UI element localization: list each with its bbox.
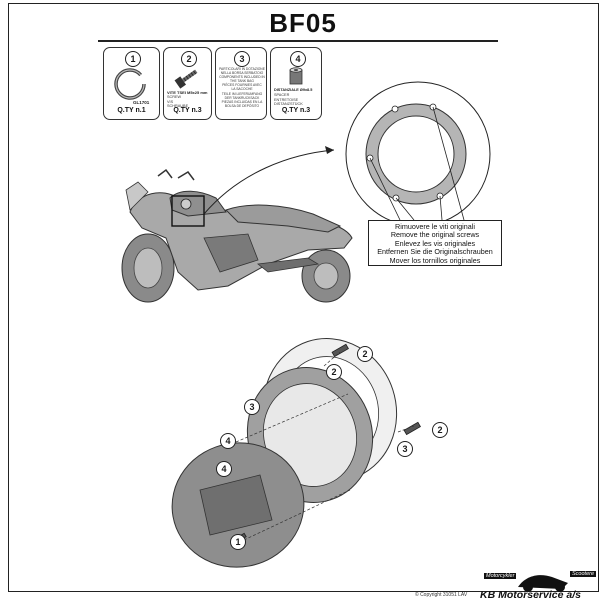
page-frame xyxy=(8,3,599,592)
part-code-1: GL1701 xyxy=(133,100,150,105)
motorcycle-illustration xyxy=(121,168,353,303)
part-code-4: DISTANZIALE Ø9x8.5 xyxy=(274,88,313,92)
part-number-1: 1 xyxy=(125,51,141,67)
assembly-label: 3 xyxy=(397,441,413,457)
part-4-line: ENTRETOISE xyxy=(274,97,299,102)
ring-detail-view xyxy=(345,81,491,227)
part-3-line: LA SACOCHE xyxy=(231,87,253,92)
part-box-1: 1 GL1701 Q.TY n.1 xyxy=(103,47,160,120)
logo-tag-left: Motorcykler xyxy=(484,573,517,579)
assembly-label: 4 xyxy=(220,433,236,449)
assembly-label: 4 xyxy=(216,461,232,477)
part-3-line: TEILE IM LIEFERUMFANG xyxy=(221,91,263,96)
callout-line-fr: Enlevez les vis originales xyxy=(394,238,476,248)
part-number-4: 4 xyxy=(290,51,306,67)
part-3-line: PARTICOLARI IN DOTAZIONE xyxy=(219,67,265,71)
part-2-line: SCREW xyxy=(167,95,182,99)
part-4-line: DISTANZSTÜCK xyxy=(274,102,303,107)
part-3-line: NELLA BORSA SERBATOIO xyxy=(220,71,264,76)
copyright-notice: © Copyright 31051 LAV xyxy=(415,592,468,598)
part-lines-3: PARTICOLARI IN DOTAZIONE NELLA BORSA SER… xyxy=(218,67,266,108)
part-2-line: VIS xyxy=(167,99,174,104)
part-code-2: VITE TSEI M5x25 mm xyxy=(167,90,208,95)
assembly-label: 2 xyxy=(432,422,448,438)
spacer-part-icon xyxy=(289,67,303,85)
detail-arrow xyxy=(203,146,335,215)
logo-tag-right: Scootere xyxy=(570,571,597,577)
ring-part-icon xyxy=(114,68,146,100)
part-box-3: 3 PARTICOLARI IN DOTAZIONE NELLA BORSA S… xyxy=(215,47,267,120)
part-qty-4: Q.TY n.3 xyxy=(281,107,311,114)
assembly-label: 3 xyxy=(244,399,260,415)
part-box-2: 2 VITE TSEI M5x25 mm SCREW VIS SCHRAUBE … xyxy=(163,47,212,120)
part-number-2: 2 xyxy=(181,51,197,67)
callout-line-it: Rimuovere le viti originali xyxy=(395,222,475,231)
part-3-line: PIÈCES FOURNIES AVEC xyxy=(222,83,262,88)
part-4-line: SPACER xyxy=(274,93,290,97)
part-lines-2: SCREW VIS SCHRAUBE xyxy=(167,95,189,109)
callout-line-es: Mover los tornillos originales xyxy=(389,255,481,265)
assembly-label: 2 xyxy=(326,364,342,380)
motorcycle-rider-logo-icon xyxy=(518,575,568,592)
callout-line-en: Remove the original screws xyxy=(390,230,480,240)
part-box-4: 4 DISTANZIALE Ø9x8.5 SPACER ENTRETOISE D… xyxy=(270,47,322,120)
remove-screws-callout: Rimuovere le viti originali Remove the o… xyxy=(368,220,502,266)
part-lines-4: SPACER ENTRETOISE DISTANZSTÜCK xyxy=(274,93,304,107)
part-number-3: 3 xyxy=(234,51,250,67)
part-3-line: THE TANK BAG xyxy=(230,79,254,84)
dealer-logo: Motorcykler Scootere KB Motorservice a/s xyxy=(478,567,603,607)
logo-name: KB Motorservice a/s xyxy=(480,589,581,601)
part-3-line: DER TANKRUCKSACK xyxy=(224,95,260,100)
page-title: BF05 xyxy=(269,8,337,38)
assembly-label: 1 xyxy=(230,534,246,550)
title-divider xyxy=(98,40,498,42)
screw-part-icon xyxy=(174,69,198,89)
assembly-label: 2 xyxy=(357,346,373,362)
part-2-line: SCHRAUBE xyxy=(167,104,189,109)
callout-line-de: Entfernen Sie die Originalschrauben xyxy=(377,247,493,257)
part-qty-2: Q.TY n.3 xyxy=(173,107,202,114)
part-3-line: PIEZAS INCLUIDAS EN LA xyxy=(221,99,263,104)
part-3-line: COMPONENTS INCLUDED IN xyxy=(219,75,265,80)
part-3-line: BOLSA DE DEPÓSITO xyxy=(224,103,260,108)
exploded-assembly-diagram xyxy=(171,338,421,568)
part-qty-1: Q.TY n.1 xyxy=(117,107,146,114)
